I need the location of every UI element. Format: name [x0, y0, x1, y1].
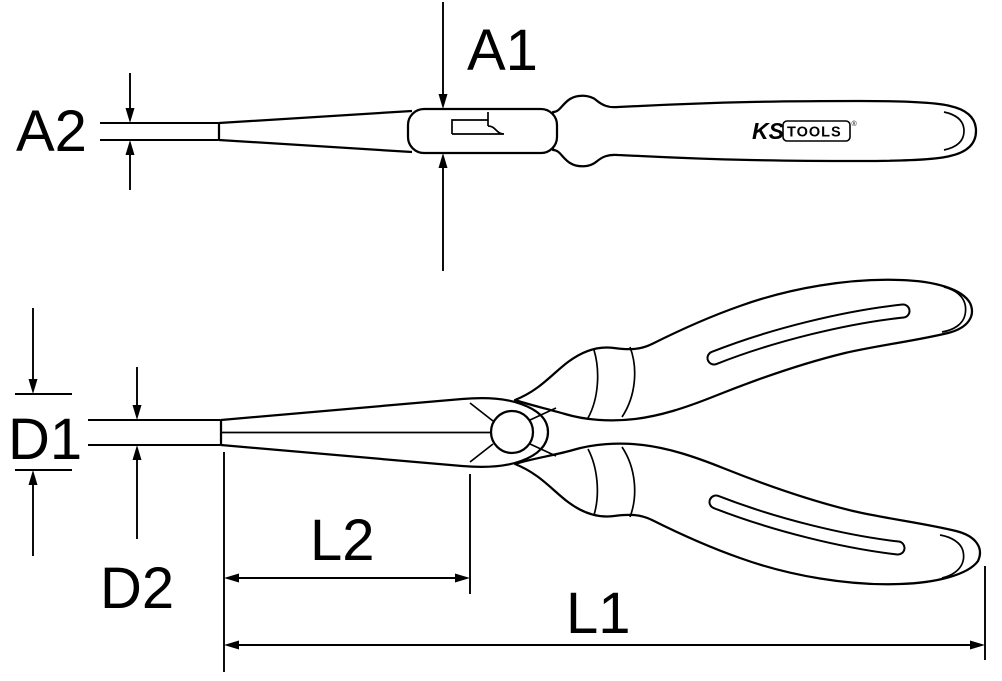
pivot-rivet-circle [489, 409, 535, 455]
d2-lower-arrowhead [132, 445, 142, 460]
lower-handle-grip-seam-1 [587, 448, 599, 516]
dimension-a2: A2 [16, 73, 218, 190]
l2-right-arrowhead [455, 573, 470, 583]
a1-lower-arrowhead [438, 153, 448, 168]
a2-label: A2 [16, 99, 87, 164]
l2-left-arrowhead [224, 573, 239, 583]
upper-handle-slot-cutout-inner [708, 305, 909, 364]
top-view-box-joint [406, 107, 559, 155]
lower-handle-grip-seam-2 [621, 446, 636, 518]
dimension-l1: L1 [224, 566, 986, 660]
l1-right-arrowhead [970, 640, 985, 650]
a2-upper-arrowhead [125, 108, 135, 123]
lower-handle-endcap-inner-line [939, 534, 965, 579]
lower-handle-slot-cutout-inner [710, 496, 904, 554]
d1-label: D1 [8, 407, 82, 472]
l1-label: L1 [566, 581, 631, 646]
dimension-l2: L2 [223, 452, 471, 672]
a1-upper-arrowhead [438, 94, 448, 109]
dimension-a1: A1 [438, 2, 538, 271]
brand-ks-text: KS [752, 118, 785, 144]
brand-tools-text: TOOLS [787, 125, 842, 141]
upper-handle-grip-seam-1 [587, 349, 599, 419]
top-view-joint-step-detail [451, 112, 505, 135]
d2-label: D2 [100, 556, 174, 621]
l2-label: L2 [310, 508, 375, 573]
dimension-d1: D1 [8, 308, 82, 556]
top-view-handle-endcap-inner-line [943, 111, 965, 151]
d1-upper-arrowhead [28, 379, 38, 394]
dimension-d2: D2 [88, 367, 220, 621]
upper-handle-grip-seam-2 [621, 346, 636, 418]
d1-lower-arrowhead [28, 470, 38, 485]
brand-logo: KS TOOLS ® [752, 118, 858, 144]
pliers-side-view [219, 278, 982, 586]
pliers-top-view: KS TOOLS ® [217, 94, 978, 168]
side-view-joint-cross-lines [469, 402, 557, 463]
brand-tools-box [782, 120, 851, 142]
brand-registered-mark: ® [852, 120, 858, 128]
top-view-jaw-outline [217, 109, 413, 154]
a1-label: A1 [467, 18, 538, 83]
top-view-handle-outline [551, 94, 978, 168]
d2-upper-arrowhead [132, 405, 142, 420]
l1-left-arrowhead [224, 640, 239, 650]
upper-handle-endcap-inner-line [941, 286, 967, 333]
a2-lower-arrowhead [125, 140, 135, 155]
